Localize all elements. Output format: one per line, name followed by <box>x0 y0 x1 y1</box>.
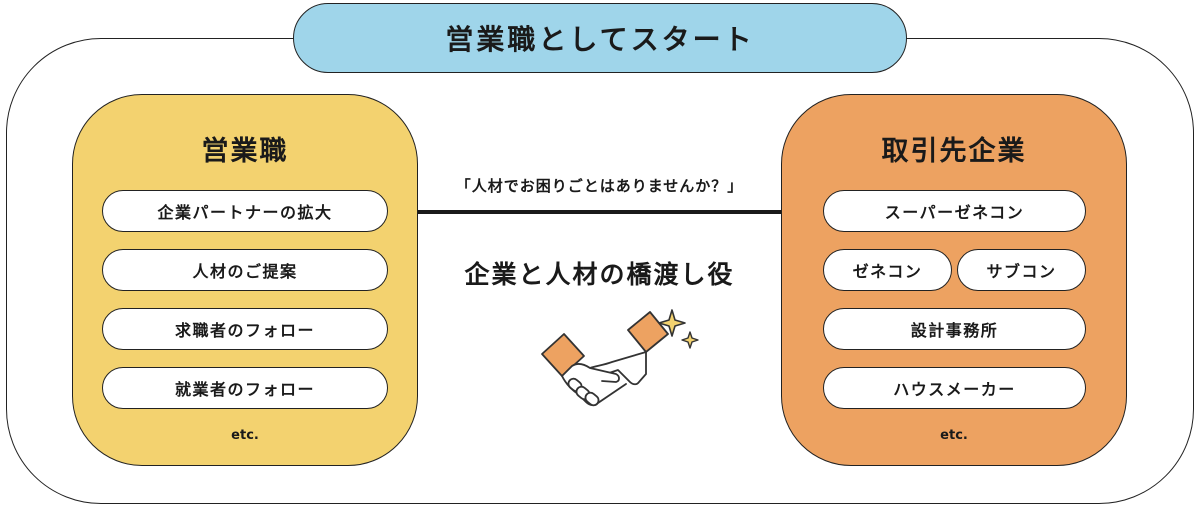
finger <box>584 391 600 407</box>
sales-item: 就業者のフォロー <box>102 367 388 409</box>
sales-item: 人材のご提案 <box>102 249 388 291</box>
handshake-icon <box>541 309 699 407</box>
connector-line <box>418 210 781 214</box>
left-hand <box>561 362 620 383</box>
client-item: ゼネコン <box>823 249 952 291</box>
client-item: サブコン <box>957 249 1086 291</box>
sales-etc: etc. <box>231 428 259 443</box>
client-etc: etc. <box>940 428 968 443</box>
right-cuff <box>627 311 669 353</box>
bridge-role-text: 企業と人材の橋渡し役 <box>464 260 735 289</box>
header-title: 営業職としてスタート <box>293 3 907 73</box>
sales-panel-title: 営業職 <box>201 136 289 167</box>
sales-item: 求職者のフォロー <box>102 308 388 350</box>
client-item: ハウスメーカー <box>823 367 1086 409</box>
sparkle-icon <box>681 331 699 349</box>
sparkle-icon <box>658 309 686 337</box>
client-panel-title: 取引先企業 <box>881 136 1027 167</box>
sales-item: 企業パートナーの拡大 <box>102 190 388 232</box>
quote-text: 「人材でお困りごとはありませんか？」 <box>455 177 744 195</box>
client-item: 設計事務所 <box>823 308 1086 350</box>
client-companies-panel: 取引先企業 スーパーゼネコン ゼネコン サブコン 設計事務所 ハウスメーカー e… <box>781 94 1127 466</box>
client-item: スーパーゼネコン <box>823 190 1086 232</box>
sales-panel: 営業職 企業パートナーの拡大 人材のご提案 求職者のフォロー 就業者のフォロー … <box>72 94 418 466</box>
